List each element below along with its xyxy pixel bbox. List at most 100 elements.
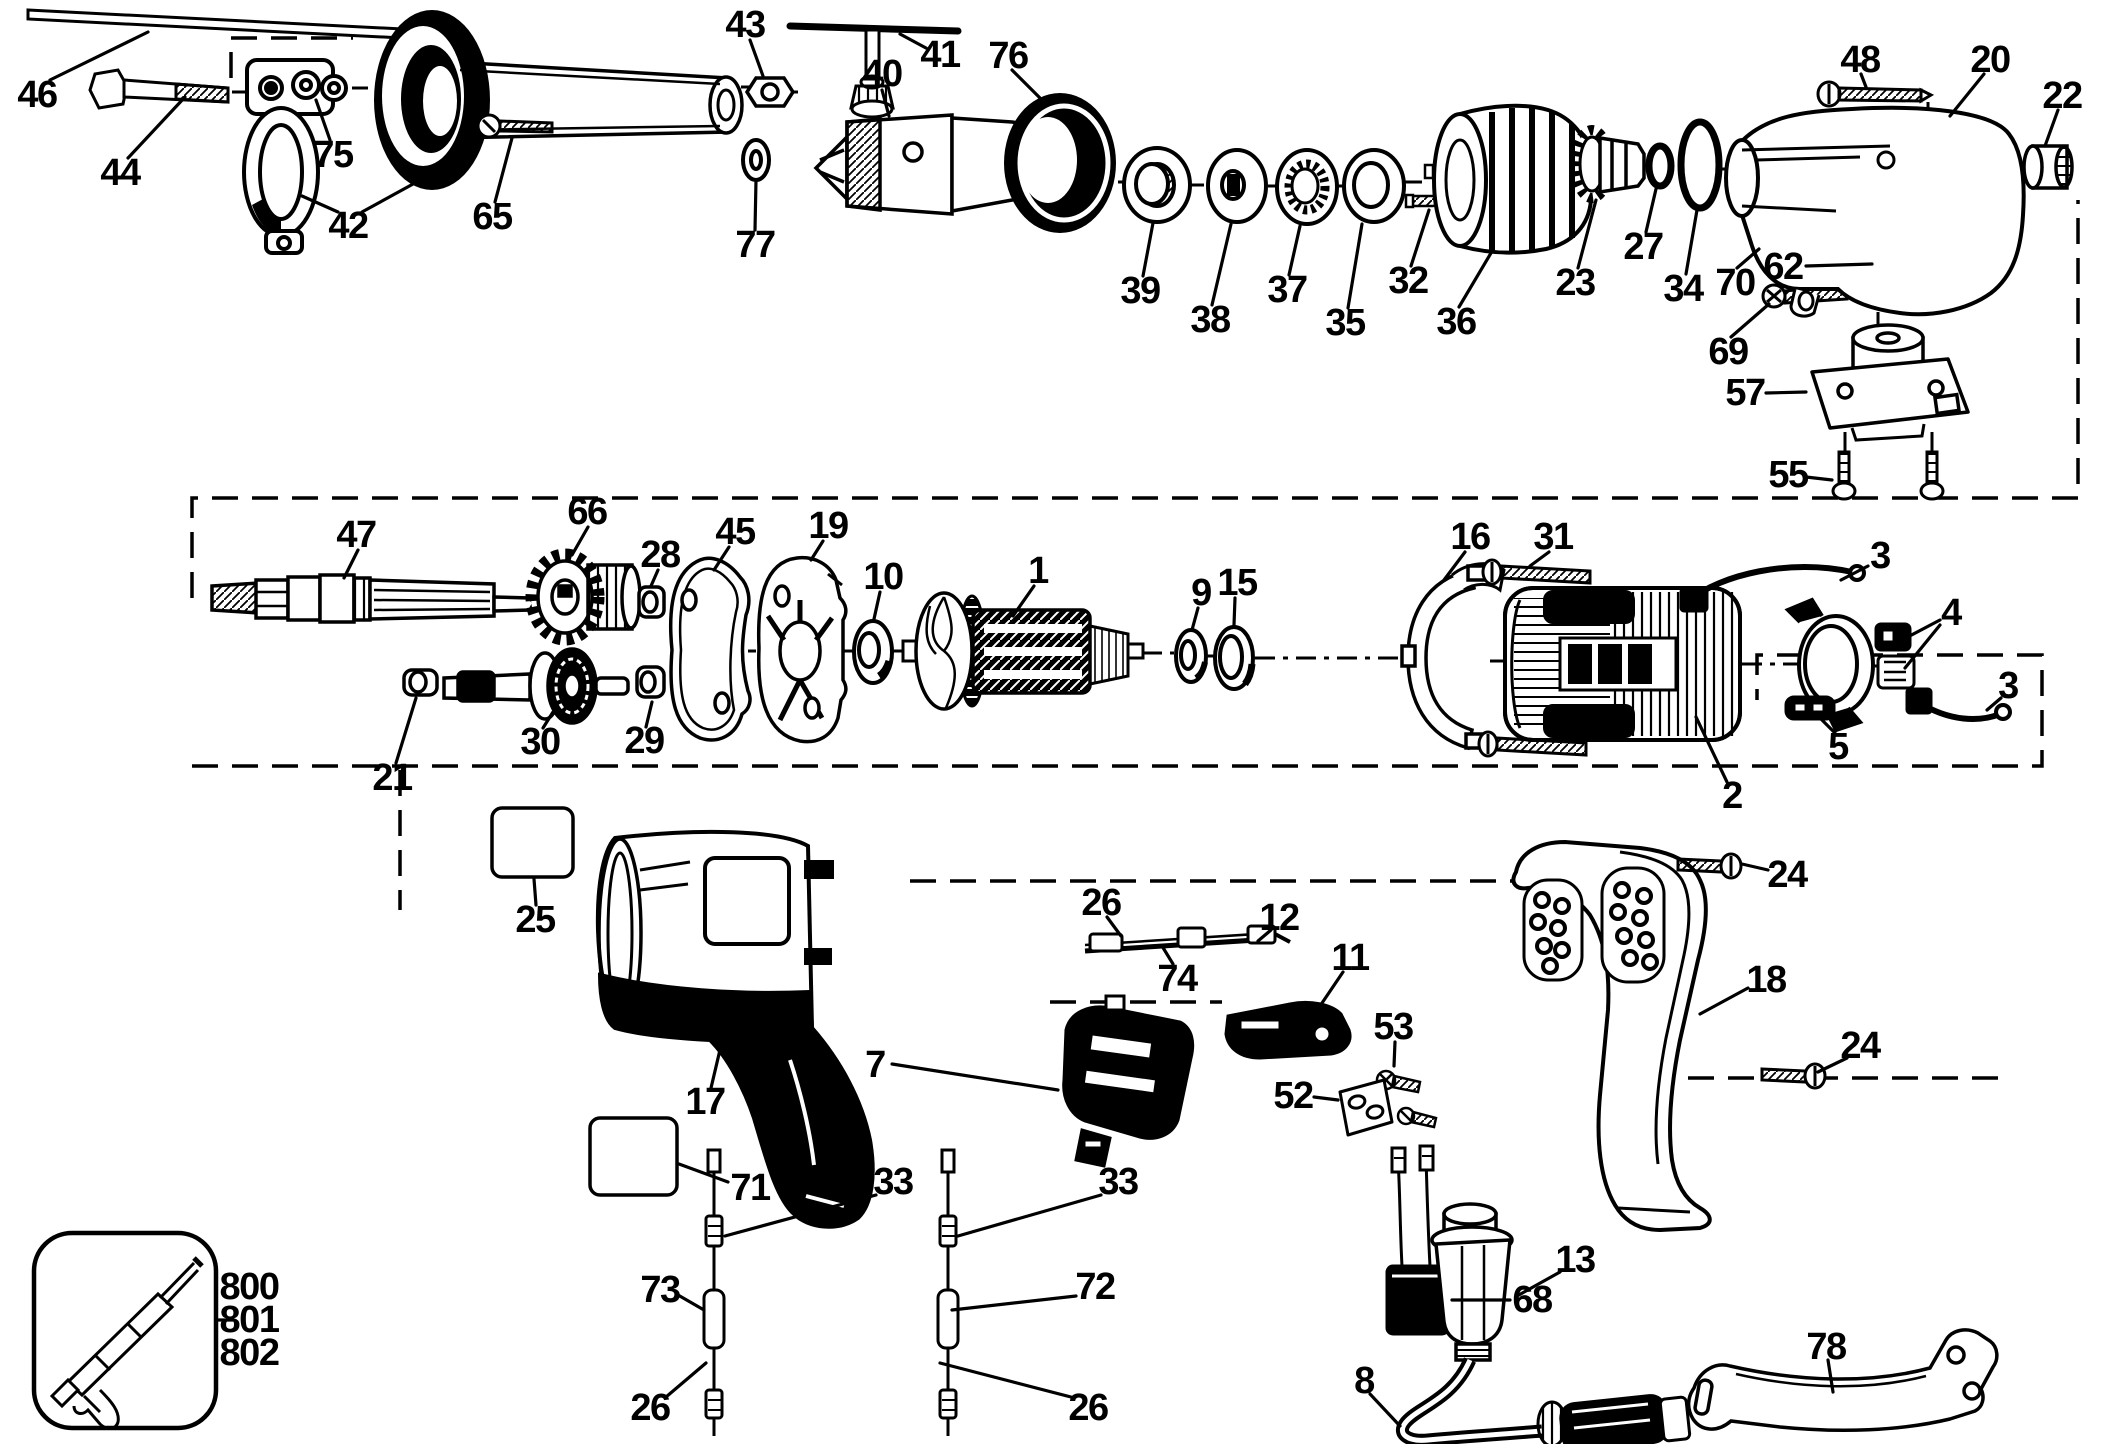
leader-line-34 xyxy=(1684,208,1699,276)
part-label-28: 28 xyxy=(640,534,681,576)
leader-line-18 xyxy=(1698,986,1750,1016)
part-45-gasket xyxy=(668,556,752,742)
part-13-cord-protector xyxy=(1430,1202,1514,1362)
leader-line-24 xyxy=(1816,1056,1849,1074)
part-label-35: 35 xyxy=(1325,302,1366,344)
part-label-78: 78 xyxy=(1806,1326,1847,1368)
part-label-73: 73 xyxy=(640,1269,681,1311)
part-label-33: 33 xyxy=(873,1161,914,1203)
part-label-52: 52 xyxy=(1273,1075,1314,1117)
part-label-41: 41 xyxy=(920,34,961,76)
leader-line-53 xyxy=(1392,1040,1397,1068)
leader-line-78 xyxy=(1826,1358,1835,1394)
part-72-wire-assembly-right xyxy=(936,1148,960,1436)
part-label-24: 24 xyxy=(1767,854,1808,896)
leader-line-21 xyxy=(394,696,418,765)
part-label-24: 24 xyxy=(1840,1025,1881,1067)
part-label-8: 8 xyxy=(1354,1360,1375,1402)
part-label-1: 1 xyxy=(1028,550,1049,592)
part-label-66: 66 xyxy=(567,491,608,533)
leader-line-70 xyxy=(1735,247,1761,270)
leader-line-8 xyxy=(1368,1392,1402,1428)
part-label-3: 3 xyxy=(1998,665,2019,707)
part-9-bearing xyxy=(1174,628,1208,684)
leader-line-44 xyxy=(126,95,187,160)
part-label-19: 19 xyxy=(808,505,849,547)
part-label-15: 15 xyxy=(1217,562,1258,604)
leader-line-28 xyxy=(649,568,660,588)
part-36-clutch-housing xyxy=(1432,103,1593,255)
leader-line-9 xyxy=(1190,606,1200,632)
part-label-4: 4 xyxy=(1941,592,1962,634)
leader-line-75 xyxy=(314,98,332,142)
part-label-45: 45 xyxy=(715,511,756,553)
part-21-nut xyxy=(402,668,439,697)
part-18-handle-cover xyxy=(1511,839,1712,1233)
part-label-30: 30 xyxy=(520,721,561,763)
leader-line-45 xyxy=(712,545,731,572)
leader-line-65 xyxy=(493,136,514,204)
part-75-washers xyxy=(291,70,348,102)
part-19-end-plate xyxy=(756,555,848,744)
leader-line-76 xyxy=(1010,68,1042,100)
part-38-washer xyxy=(1206,148,1268,224)
part-11-switch-lever xyxy=(1224,1000,1352,1060)
part-label-46: 46 xyxy=(17,74,58,116)
label-box-71 xyxy=(588,1116,679,1197)
leader-line-52 xyxy=(1312,1095,1340,1102)
part-2-field-stator xyxy=(1503,586,1742,742)
part-1-armature xyxy=(901,591,1145,711)
part-label-69: 69 xyxy=(1708,331,1749,373)
part-10-bearing xyxy=(852,619,894,685)
part-30-gear-shaft xyxy=(442,647,630,725)
part-66-gear xyxy=(525,548,642,646)
leader-line-4 xyxy=(1903,623,1942,670)
leader-line-11 xyxy=(1318,970,1345,1008)
part-39-washer xyxy=(1122,146,1192,224)
leader-line-24 xyxy=(1740,862,1770,872)
leader-line-66 xyxy=(570,525,590,557)
part-label-48: 48 xyxy=(1840,39,1881,81)
part-label-20: 20 xyxy=(1970,39,2011,81)
leader-line-26 xyxy=(664,1361,708,1399)
part-label-36: 36 xyxy=(1436,301,1477,343)
part-label-26: 26 xyxy=(1081,882,1122,924)
part-17-motor-housing xyxy=(595,829,875,1229)
leader-line-46 xyxy=(48,30,150,82)
leader-line-5 xyxy=(1817,715,1837,735)
part-41-chuck-key xyxy=(786,22,962,119)
part-15-bearing-retainer xyxy=(1213,625,1256,691)
part-8-cord-set xyxy=(1396,1357,1692,1444)
part-label-9: 9 xyxy=(1191,572,1212,614)
leader-line-26 xyxy=(938,1361,1073,1399)
part-4-brush-holders xyxy=(1874,622,1916,690)
leader-line-27 xyxy=(1644,187,1658,234)
part-7-switch xyxy=(1062,994,1195,1168)
part-78-hang-strap xyxy=(1686,1328,1999,1433)
part-label-55: 55 xyxy=(1768,454,1809,496)
leader-line-32 xyxy=(1409,208,1431,268)
part-label-2: 2 xyxy=(1722,775,1743,817)
part-label-44: 44 xyxy=(100,152,141,194)
part-20-gear-case xyxy=(1724,105,2026,318)
part-77-washer xyxy=(741,138,771,182)
leader-line-33 xyxy=(956,1193,1103,1238)
part-57-spindle-lock-plate xyxy=(1810,323,1970,442)
leader-line-1 xyxy=(1011,584,1036,618)
part-31-screws xyxy=(1477,558,1592,758)
part-76-bearing-ring xyxy=(1004,93,1116,233)
part-label-47: 47 xyxy=(336,514,377,556)
part-label-801: 801 xyxy=(219,1299,280,1341)
part-65-screw xyxy=(476,113,554,139)
leader-line-3 xyxy=(1839,564,1870,582)
part-label-17: 17 xyxy=(685,1081,726,1123)
part-47-spindle xyxy=(210,573,537,624)
part-label-802: 802 xyxy=(219,1332,280,1374)
part-label-5: 5 xyxy=(1828,726,1849,768)
leader-line-42 xyxy=(360,176,426,214)
leader-line-36 xyxy=(1457,251,1493,309)
leader-line-47 xyxy=(342,548,360,580)
leader-line-35 xyxy=(1346,222,1364,310)
leader-line-31 xyxy=(1528,550,1551,568)
